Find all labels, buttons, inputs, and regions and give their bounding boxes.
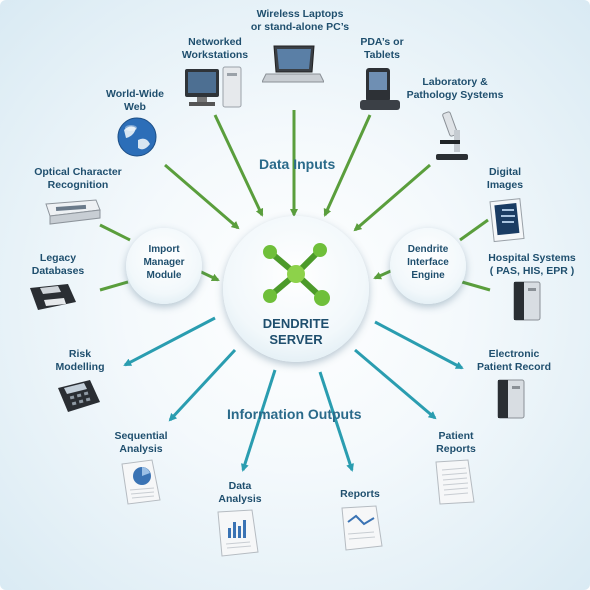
bar-chart-report-icon	[217, 509, 259, 557]
import-manager-module-hub: Import Manager Module	[126, 228, 202, 304]
arrow-lab	[353, 163, 431, 232]
information-outputs-title: Information Outputs	[227, 406, 362, 422]
arrow-hospital	[461, 280, 491, 292]
server-label: DENDRITE SERVER	[262, 316, 330, 347]
arrow-patient-reports	[354, 348, 437, 420]
arrow-networked	[213, 114, 264, 217]
reports-label: Reports	[340, 488, 380, 500]
workstation-icon	[185, 66, 242, 108]
globe-icon	[117, 117, 157, 157]
xray-image-icon	[489, 198, 525, 243]
calculator-icon	[58, 380, 100, 412]
molecule-icon	[263, 243, 330, 306]
record-server-icon	[497, 379, 525, 419]
arrow-sequential	[168, 348, 237, 422]
dendrite-server-hub: DENDRITE SERVER	[223, 216, 369, 362]
pie-report-icon	[121, 459, 161, 505]
arrow-www	[164, 163, 240, 230]
arrow-pdas	[323, 114, 372, 217]
microscope-icon	[436, 111, 468, 160]
data-inputs-title: Data Inputs	[259, 156, 336, 172]
arrow-digital	[459, 218, 489, 242]
arrow-risk	[123, 316, 216, 367]
pda-icon	[360, 68, 400, 110]
floppy-disk-icon	[30, 284, 76, 310]
scanner-icon	[45, 199, 101, 225]
server-tower-icon	[513, 281, 541, 321]
patient-report-document-icon	[435, 459, 475, 505]
laboratory-pathology-label: Laboratory &Pathology Systems	[406, 76, 504, 101]
arrow-reports	[318, 371, 354, 472]
line-chart-report-icon	[341, 505, 383, 551]
hospital-systems-label: Hospital Systems( PAS, HIS, EPR )	[488, 252, 576, 277]
arrow-epr	[374, 320, 464, 370]
arrow-ocr	[99, 223, 131, 242]
arrow-legacy	[99, 280, 129, 292]
laptop-icon	[262, 45, 324, 83]
import-manager-label: Import Manager Module	[143, 244, 185, 281]
interface-engine-hub: Dendrite Interface Engine	[390, 228, 466, 304]
arrow-data-analysis	[241, 369, 277, 472]
interface-engine-label: Dendrite Interface Engine	[407, 244, 449, 281]
